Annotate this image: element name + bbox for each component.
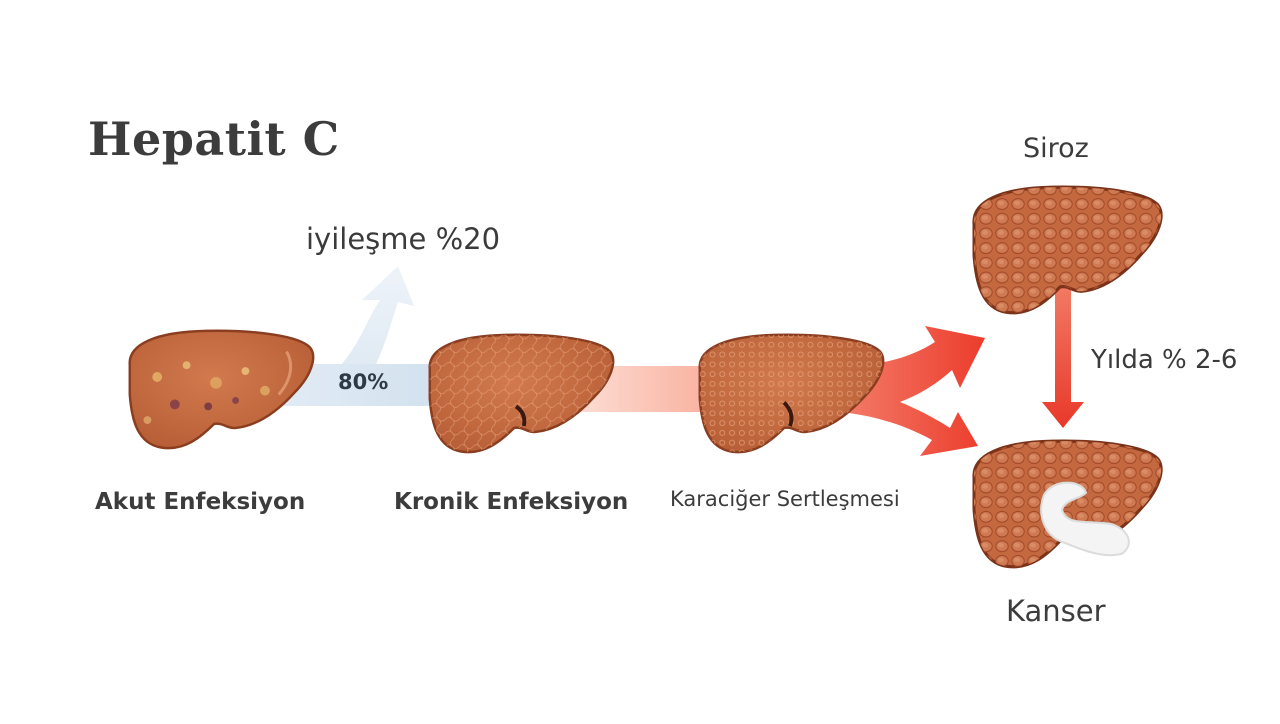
cancer-risk-arrow (1042, 286, 1084, 428)
tumor-icon (1040, 481, 1130, 557)
annual-rate-label: Yılda % 2-6 (1091, 345, 1238, 375)
stage-label-chronic: Kronik Enfeksiyon (394, 489, 629, 515)
chronic-rate-label: 80% (338, 370, 389, 394)
stage-label-fibrosis: Karaciğer Sertleşmesi (670, 487, 900, 511)
stage-label-cirrhosis: Siroz (1023, 133, 1089, 164)
fibrosis-liver-icon (698, 333, 885, 454)
cancer-liver-icon (972, 439, 1163, 569)
acute-liver-icon (128, 329, 315, 450)
chronic-liver-icon (428, 333, 615, 454)
stage-label-cancer: Kanser (1006, 594, 1106, 628)
stage-label-acute: Akut Enfeksiyon (95, 489, 306, 515)
recovery-label: iyileşme %20 (306, 222, 501, 256)
page-title: Hepatit C (88, 112, 340, 166)
